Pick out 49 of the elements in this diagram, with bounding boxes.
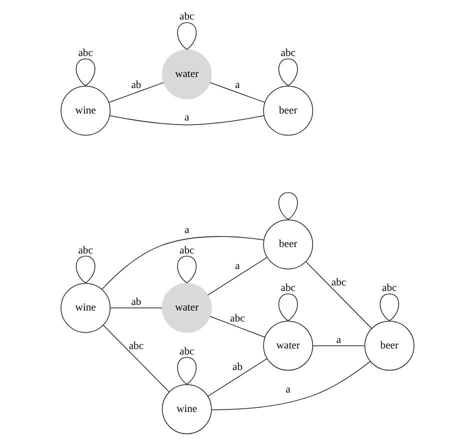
connector <box>304 261 372 329</box>
edge-label: abc <box>280 48 295 59</box>
connector <box>209 82 265 103</box>
connector <box>278 294 298 322</box>
node-circle: beer <box>262 86 313 136</box>
connector <box>102 324 169 392</box>
connector <box>108 82 164 103</box>
edge-label: ab <box>232 362 242 374</box>
node-circle: wine <box>161 384 212 434</box>
connector <box>75 256 95 284</box>
connector <box>206 257 267 296</box>
connector <box>278 192 298 220</box>
edge-label: ab <box>130 297 141 308</box>
node-circle: wine <box>60 86 110 136</box>
node-circle: water <box>161 49 212 100</box>
node-circle: water <box>161 282 212 333</box>
connector <box>176 357 196 385</box>
edge-label: a <box>336 334 341 346</box>
connector <box>101 236 264 290</box>
connector <box>312 345 364 346</box>
edge-label: abc <box>230 314 244 325</box>
connector <box>206 358 267 397</box>
edge-label: a <box>184 112 189 124</box>
connector <box>278 58 298 86</box>
node-circle: wine <box>60 282 110 333</box>
edge-label: abc <box>179 245 194 256</box>
connector <box>210 360 370 410</box>
connector <box>379 294 399 322</box>
edge-label: abc <box>280 283 295 294</box>
node-circle: water <box>262 320 313 371</box>
node-circle: beer <box>364 320 414 371</box>
edge-label: a <box>285 384 290 396</box>
edge-label: a <box>184 225 189 236</box>
edge-label: abc <box>330 277 346 288</box>
edge-label: abc <box>78 48 92 59</box>
edge-label: abc <box>179 346 194 358</box>
edge-label: ab <box>130 80 141 92</box>
connector <box>176 256 196 284</box>
connector <box>75 58 95 86</box>
connector <box>176 22 196 50</box>
edge-label: abc <box>128 340 144 352</box>
edge-label: abc <box>78 245 92 256</box>
edge-label: abc <box>179 12 194 23</box>
connector <box>209 316 265 338</box>
edge-label: abc <box>382 283 396 294</box>
edge-label: a <box>234 260 240 272</box>
node-circle: beer <box>262 219 313 270</box>
edge-label: a <box>234 80 240 92</box>
connector <box>108 115 264 126</box>
